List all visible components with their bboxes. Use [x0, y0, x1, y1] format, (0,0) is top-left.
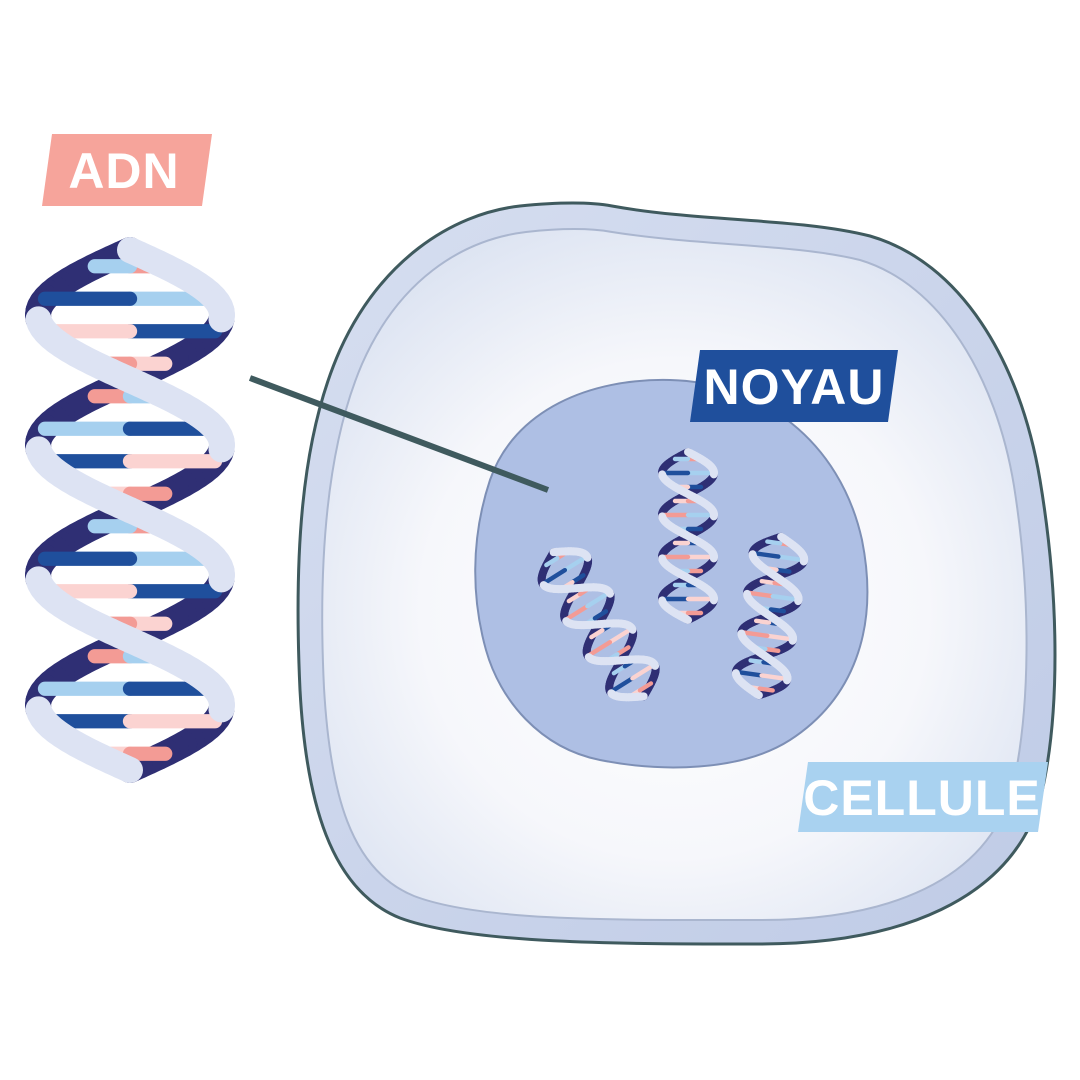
- base-pair-half: [592, 609, 609, 621]
- base-pair-half: [753, 618, 772, 625]
- base-pair-half: [776, 554, 807, 563]
- base-pair-half: [750, 550, 781, 559]
- base-pair-half: [759, 673, 790, 682]
- base-pair-half: [540, 567, 568, 587]
- base-pair-half: [739, 629, 770, 639]
- base-pair-half: [607, 626, 635, 645]
- base-pair-half: [757, 686, 775, 693]
- base-pair-half: [585, 590, 612, 609]
- mini-helix-2: [537, 547, 660, 702]
- mini-helix-1: [658, 448, 718, 624]
- cellule-label-text: CELLULE: [803, 770, 1041, 826]
- adn-label: ADN: [42, 134, 212, 206]
- helix-backbone-front: [582, 552, 592, 562]
- mini-helix-3: [731, 532, 809, 700]
- nucleus: [474, 378, 869, 769]
- base-pair-half: [768, 607, 787, 614]
- base-pair-half: [744, 590, 775, 599]
- base-pair-half: [608, 676, 635, 695]
- noyau-label: NOYAU: [690, 350, 898, 422]
- helix-backbone-front: [208, 692, 235, 723]
- nucleus-chromosomes: [537, 448, 809, 702]
- helix-backbone-front: [636, 692, 648, 701]
- helix-backbone-front: [605, 588, 615, 598]
- helix-backbone-front: [208, 302, 235, 333]
- base-pair-half: [544, 555, 560, 568]
- cellule-label: CELLULE: [798, 762, 1048, 832]
- big-helix: [25, 237, 235, 783]
- helix-backbone-front: [208, 562, 235, 593]
- base-pair-half: [563, 604, 590, 623]
- base-pair-half: [765, 633, 796, 642]
- helix-backbone-front: [650, 660, 660, 670]
- helix-backbone-front: [681, 614, 692, 624]
- base-pair-half: [562, 554, 590, 573]
- base-pair-half: [733, 669, 764, 678]
- cellule-label-background: [798, 762, 1048, 832]
- helix-backbone-front: [208, 432, 235, 463]
- adn-label-background: [42, 134, 212, 206]
- base-pair-half: [630, 662, 657, 681]
- noyau-label-background: [690, 350, 898, 422]
- base-pair-half: [770, 593, 801, 603]
- helix-backbone-front: [627, 624, 637, 634]
- noyau-label-text: NOYAU: [704, 359, 885, 415]
- base-pair-half: [589, 628, 605, 640]
- leader-line: [248, 375, 550, 493]
- base-pair-half: [585, 640, 613, 659]
- base-pair-half: [765, 539, 783, 546]
- helix-backbone-front: [107, 752, 143, 783]
- base-pair-half: [637, 681, 654, 693]
- helix-backbone-front: [752, 689, 763, 700]
- adn-label-text: ADN: [68, 143, 179, 199]
- dna-double-helix-icon: [25, 237, 235, 783]
